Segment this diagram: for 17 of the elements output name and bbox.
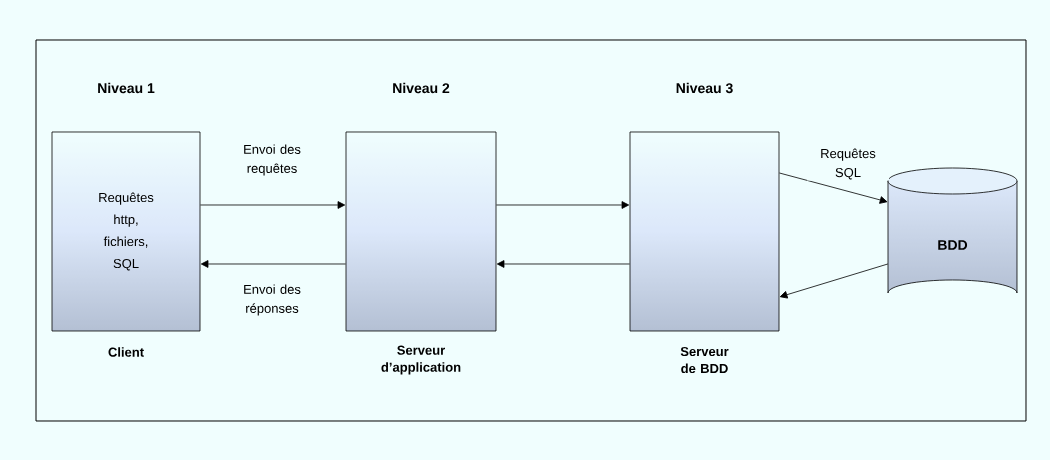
- edge-label: Requêtes SQL: [807, 147, 889, 181]
- edge-label: Envoi des requêtes: [231, 143, 313, 177]
- level-heading: Niveau 1: [98, 82, 155, 94]
- box-caption: Client: [108, 347, 144, 357]
- arrow: [496, 260, 630, 268]
- level-heading: Niveau 3: [676, 82, 733, 94]
- edge-label: Envoi des réponses: [231, 283, 313, 317]
- arrow: [200, 260, 346, 268]
- arrow: [779, 263, 889, 299]
- server-box: Requêtes http, fichiers, SQL: [51, 131, 201, 332]
- box-caption: Serveur d’application: [381, 345, 461, 375]
- database-cylinder: BDD: [887, 167, 1018, 294]
- arrow: [496, 201, 630, 209]
- box-caption: Serveur de BDD: [680, 346, 729, 374]
- arrow: [200, 201, 346, 209]
- arrow: [779, 172, 888, 204]
- level-heading: Niveau 2: [393, 82, 450, 94]
